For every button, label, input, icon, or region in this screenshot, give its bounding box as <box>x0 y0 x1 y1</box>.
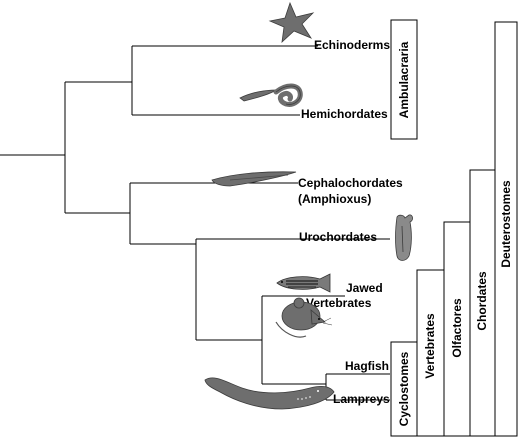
lamprey-icon <box>204 377 335 410</box>
deuterostomes-label: Deuterostomes <box>499 180 513 268</box>
lampreys-label: Lampreys <box>333 392 390 406</box>
starfish-icon <box>268 1 315 44</box>
zebrafish-icon <box>276 273 331 293</box>
amphioxus-label: (Amphioxus) <box>298 192 371 206</box>
tree-branches <box>0 45 390 401</box>
vertebrates-tip-label: Vertebrates <box>306 296 372 310</box>
sea-squirt-icon <box>395 214 413 261</box>
acorn-worm-icon <box>239 83 303 107</box>
deuterostomes-box <box>494 21 518 437</box>
hagfish-label: Hagfish <box>345 359 389 373</box>
group-boxes <box>390 19 518 437</box>
olfactores-label: Olfactores <box>450 298 464 358</box>
amphioxus-icon <box>211 171 297 187</box>
cyclostomes-label: Cyclostomes <box>397 351 411 426</box>
ambulacraria-label: Ambulacraria <box>397 41 411 118</box>
hemichordates-label: Hemichordates <box>301 107 388 121</box>
group-labels: Ambulacraria Cyclostomes Vertebrates Olf… <box>397 41 513 426</box>
cephalochordates-label: Cephalochordates <box>298 176 403 190</box>
cyclostomes-box <box>390 341 418 437</box>
jawed-label: Jawed <box>346 281 383 295</box>
chordates-label: Chordates <box>475 271 489 331</box>
chordates-box <box>469 169 496 437</box>
vertebrates-group-label: Vertebrates <box>423 313 437 379</box>
mouse-icon <box>275 297 333 338</box>
urochordates-label: Urochordates <box>299 230 377 244</box>
tip-labels: Echinoderms Hemichordates Cephalochordat… <box>298 38 403 406</box>
olfactores-box <box>443 221 471 437</box>
echinoderms-label: Echinoderms <box>314 38 390 52</box>
ambulacraria-box <box>390 19 418 140</box>
vertebrates-box <box>416 269 445 437</box>
